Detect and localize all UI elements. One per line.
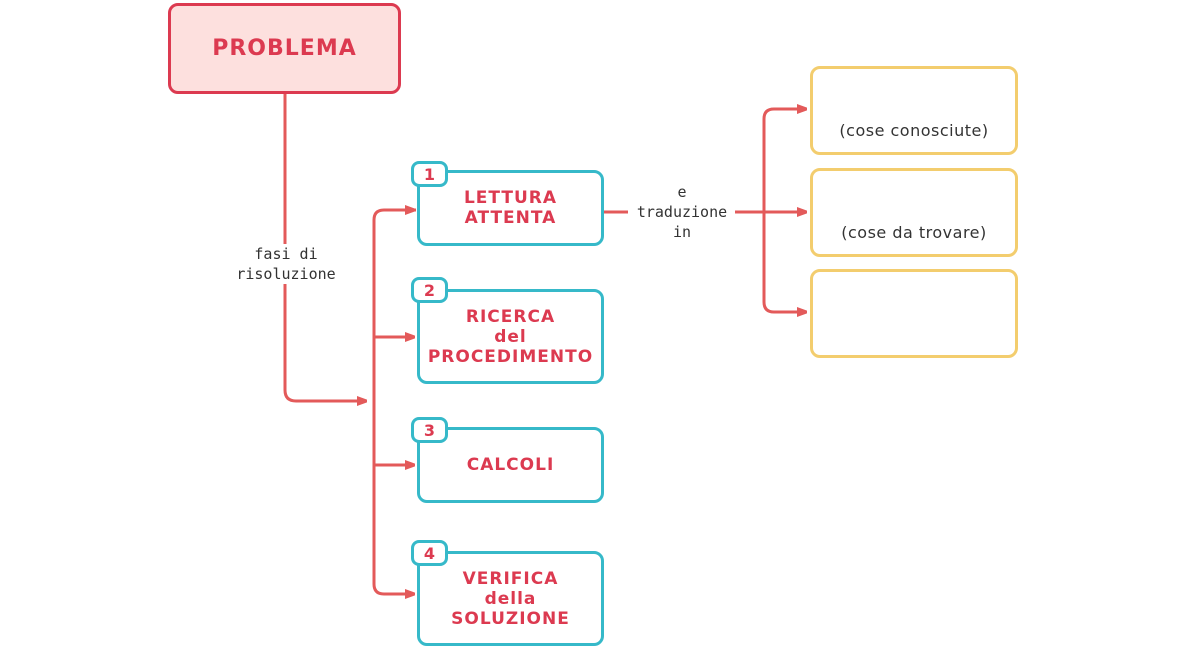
phase-1-line: ATTENTA <box>464 208 557 228</box>
output-node-to-find: (cose da trovare) <box>810 168 1018 257</box>
phase-2-line: PROCEDIMENTO <box>427 346 594 367</box>
phase-number: 2 <box>423 280 436 300</box>
phase-4-line: della <box>484 588 537 609</box>
translation-label-line: in <box>672 223 692 241</box>
phase-node-1: LETTURA ATTENTA <box>417 170 604 246</box>
phase-4-line: SOLUZIONE <box>451 608 570 629</box>
phase-3-number-badge: 3 <box>411 417 448 443</box>
problem-root-node: PROBLEMA <box>168 3 401 94</box>
output-node-empty <box>810 269 1018 358</box>
output-known-label: (cose conosciute) <box>839 121 989 140</box>
connector-lines <box>283 94 1200 630</box>
phases-label-line: risoluzione <box>236 265 336 283</box>
problem-label: PROBLEMA <box>212 36 357 61</box>
output-node-known: (cose conosciute) <box>810 66 1018 155</box>
phase-2-line: del <box>494 326 527 347</box>
output-to-find-label: (cose da trovare) <box>841 223 987 242</box>
translation-connector-label: e traduzione in <box>630 182 734 242</box>
translation-label-line: e <box>677 183 687 201</box>
phase-node-2: RICERCA del PROCEDIMENTO <box>417 289 604 384</box>
translation-label-line: traduzione <box>636 203 728 221</box>
phase-4-number-badge: 4 <box>411 540 448 566</box>
outputs-trunk <box>762 107 806 312</box>
phases-label-line: fasi di <box>254 245 318 263</box>
phase-2-line: RICERCA <box>465 306 556 327</box>
phase-number: 4 <box>423 543 436 563</box>
root-to-phases-connector <box>283 94 366 401</box>
phase-3-line: CALCOLI <box>466 455 555 475</box>
phase-4-line: VERIFICA <box>462 568 559 589</box>
phase-1-number-badge: 1 <box>411 161 448 187</box>
phase-node-3: CALCOLI <box>417 427 604 503</box>
phases-connector-label: fasi di risoluzione <box>236 244 336 284</box>
phase-1-line: LETTURA <box>463 188 558 208</box>
phase-2-number-badge: 2 <box>411 277 448 303</box>
phase-number: 1 <box>423 164 436 184</box>
phase-node-4: VERIFICA della SOLUZIONE <box>417 551 604 646</box>
phases-trunk <box>372 208 416 594</box>
phase-number: 3 <box>423 420 436 440</box>
